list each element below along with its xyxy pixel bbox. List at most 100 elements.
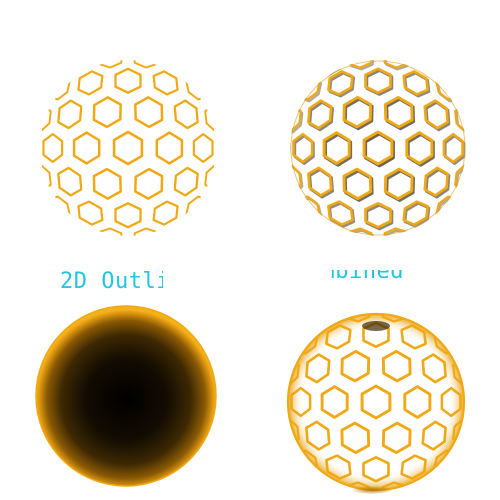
honeycomb-cell-shadow bbox=[457, 189, 466, 209]
honeycomb-cell bbox=[132, 60, 158, 69]
honeycomb-cell-shadow bbox=[343, 97, 374, 131]
honeycomb-cell bbox=[300, 211, 318, 228]
honeycomb-cell bbox=[307, 166, 333, 197]
honeycomb-cell bbox=[362, 130, 394, 166]
honeycomb-cell-shadow bbox=[457, 90, 466, 111]
honeycomb-cell bbox=[132, 227, 158, 236]
honeycomb-cell bbox=[341, 239, 359, 240]
honeycomb-cell bbox=[286, 136, 288, 159]
honeycomb-cell-shadow bbox=[415, 223, 439, 236]
ground-shadow bbox=[352, 486, 392, 494]
honeycomb-cell bbox=[77, 70, 104, 96]
honeycomb-cell bbox=[402, 70, 429, 96]
honeycomb-cell-shadow bbox=[290, 90, 301, 111]
honeycomb-cell bbox=[325, 324, 352, 350]
honeycomb-cell bbox=[49, 195, 71, 219]
honeycomb-cell bbox=[284, 390, 286, 413]
honeycomb-cell bbox=[98, 60, 124, 69]
honeycomb-cell-shadow bbox=[424, 168, 451, 199]
honeycomb-cell bbox=[364, 67, 392, 95]
honeycomb-cell bbox=[98, 227, 124, 236]
honeycomb-cell bbox=[381, 349, 412, 383]
honeycomb-cell bbox=[299, 195, 321, 219]
honeycomb-cell bbox=[396, 56, 414, 57]
honeycomb-cell bbox=[400, 324, 427, 350]
honeycomb-cell bbox=[49, 77, 71, 101]
honeycomb-cell bbox=[466, 390, 468, 413]
honeycomb-cell bbox=[380, 314, 406, 323]
honeycomb-cell bbox=[468, 136, 470, 159]
honeycomb-cell bbox=[340, 421, 371, 455]
honeycomb-cell bbox=[146, 239, 164, 240]
honeycomb-cell bbox=[290, 386, 312, 418]
honeycomb-cell-shadow bbox=[286, 164, 287, 183]
honeycomb-cell bbox=[394, 493, 412, 494]
honeycomb-cell bbox=[382, 60, 408, 69]
honeycomb-cell bbox=[300, 68, 318, 85]
honeycomb-cell bbox=[92, 96, 122, 129]
honeycomb-cell bbox=[185, 77, 207, 101]
sphere-4-svg bbox=[284, 312, 468, 494]
honeycomb-cell bbox=[36, 136, 38, 159]
sphere-2-svg bbox=[286, 56, 470, 240]
honeycomb-cell bbox=[403, 385, 432, 419]
honeycomb-cell bbox=[50, 69, 68, 85]
honeycomb-cell-shadow bbox=[290, 137, 291, 163]
honeycomb-cell bbox=[325, 454, 352, 480]
honeycomb-cell bbox=[402, 200, 429, 226]
honeycomb-cell bbox=[362, 455, 390, 483]
dark-glow-sphere bbox=[34, 304, 218, 488]
honeycomb-cell bbox=[339, 493, 357, 494]
honeycomb-cell bbox=[322, 131, 351, 165]
honeycomb-cell bbox=[57, 99, 83, 130]
honeycomb-cell bbox=[298, 322, 316, 339]
honeycomb-cell bbox=[204, 105, 216, 132]
honeycomb-cell-shadow bbox=[385, 169, 416, 202]
honeycomb-cell-shadow bbox=[286, 116, 287, 135]
honeycomb-cell bbox=[440, 386, 462, 418]
honeycomb-cell-shadow bbox=[290, 189, 301, 209]
honeycomb-cell bbox=[405, 131, 434, 165]
honeycomb-cell bbox=[421, 420, 447, 451]
honeycomb-cell bbox=[40, 88, 50, 109]
honeycomb-cell bbox=[206, 88, 216, 109]
honeycomb-cell bbox=[290, 187, 300, 208]
honeycomb-cell bbox=[152, 200, 179, 226]
honeycomb-cell bbox=[288, 441, 298, 462]
honeycomb-cell bbox=[134, 167, 164, 200]
honeycomb-cell bbox=[438, 68, 456, 85]
honeycomb-cell bbox=[348, 60, 374, 69]
sphere-3-svg bbox=[35, 305, 217, 487]
honeycomb-cell bbox=[77, 200, 104, 226]
honeycomb-cell-shadow bbox=[365, 203, 394, 231]
glow-orb bbox=[36, 306, 216, 486]
combined-label-text: Combined bbox=[330, 270, 402, 284]
honeycomb-cell-shadow bbox=[443, 134, 466, 166]
honeycomb-cell-shadow bbox=[439, 70, 457, 86]
combined-label: Combined bbox=[330, 270, 402, 284]
honeycomb-cell-shadow bbox=[320, 223, 343, 236]
honeycomb-cell bbox=[164, 60, 187, 74]
honeycomb-cell bbox=[438, 211, 456, 228]
honeycomb-cell-shadow bbox=[365, 69, 394, 96]
honeycomb-cell bbox=[290, 88, 300, 109]
honeycomb-cell bbox=[346, 314, 372, 323]
honeycomb-cell bbox=[114, 202, 142, 229]
honeycomb-cell bbox=[421, 353, 447, 384]
honeycomb-cell bbox=[134, 96, 164, 129]
honeycomb-cell bbox=[396, 239, 414, 240]
honeycomb-cell bbox=[423, 166, 449, 197]
honeycomb-cell bbox=[91, 56, 109, 57]
honeycomb-cell-shadow bbox=[469, 138, 470, 161]
honeycomb-cell bbox=[50, 211, 68, 227]
honeycomb-cell bbox=[92, 167, 122, 200]
outline-label: 2D Outli bbox=[60, 269, 163, 294]
honeycomb-cell bbox=[188, 69, 206, 85]
honeycomb-cell-shadow bbox=[439, 213, 457, 229]
honeycomb-cell bbox=[305, 353, 331, 384]
honeycomb-cell bbox=[42, 133, 64, 163]
honeycomb-cell bbox=[340, 349, 371, 383]
honeycomb-cell bbox=[152, 70, 179, 96]
honeycomb-cell bbox=[72, 131, 101, 165]
